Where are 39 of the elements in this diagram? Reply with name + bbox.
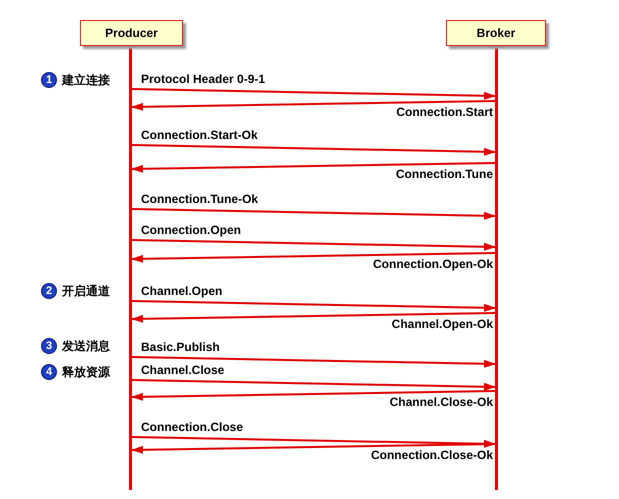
message-label: Connection.Open-Ok [373, 257, 493, 271]
lifeline [495, 46, 498, 490]
message-label: Connection.Open [141, 223, 241, 237]
message-arrow [131, 443, 496, 454]
message-arrow [132, 379, 496, 391]
message-label: Channel.Open [141, 284, 222, 298]
message-label: Protocol Header 0-9-1 [141, 72, 266, 86]
message-label: Channel.Close-Ok [390, 395, 493, 409]
step-label: 开启通道 [62, 284, 110, 298]
step-label: 发送消息 [62, 339, 110, 353]
message-arrow [132, 144, 496, 156]
message-label: Channel.Close [141, 363, 224, 377]
step-label: 建立连接 [62, 73, 110, 87]
message-arrow [131, 390, 496, 401]
lifeline [129, 46, 132, 490]
message-label: Channel.Open-Ok [392, 317, 493, 331]
message-arrow [131, 100, 496, 111]
step-number-badge: 4 [41, 364, 57, 380]
message-label: Connection.Close [141, 420, 244, 434]
message-label: Connection.Start-Ok [141, 128, 258, 142]
message-arrow [132, 356, 496, 368]
message-label: Connection.Close-Ok [370, 448, 493, 462]
message-arrow [131, 162, 496, 173]
message-arrow [132, 88, 496, 100]
message-arrow [132, 208, 496, 220]
step-label: 释放资源 [62, 365, 110, 379]
message-arrow [132, 239, 496, 251]
participant-box: Broker [446, 20, 546, 46]
message-label: Connection.Tune [396, 167, 493, 181]
message-label: Basic.Publish [141, 340, 220, 354]
message-label: Connection.Tune-Ok [141, 192, 258, 206]
message-label: Connection.Start [396, 105, 493, 119]
step-number-badge: 1 [41, 72, 57, 88]
message-arrow [131, 312, 496, 323]
participant-box: Producer [80, 20, 183, 46]
message-arrow [131, 252, 496, 263]
step-number-badge: 3 [41, 338, 57, 354]
message-arrow [132, 300, 496, 312]
step-number-badge: 2 [41, 283, 57, 299]
